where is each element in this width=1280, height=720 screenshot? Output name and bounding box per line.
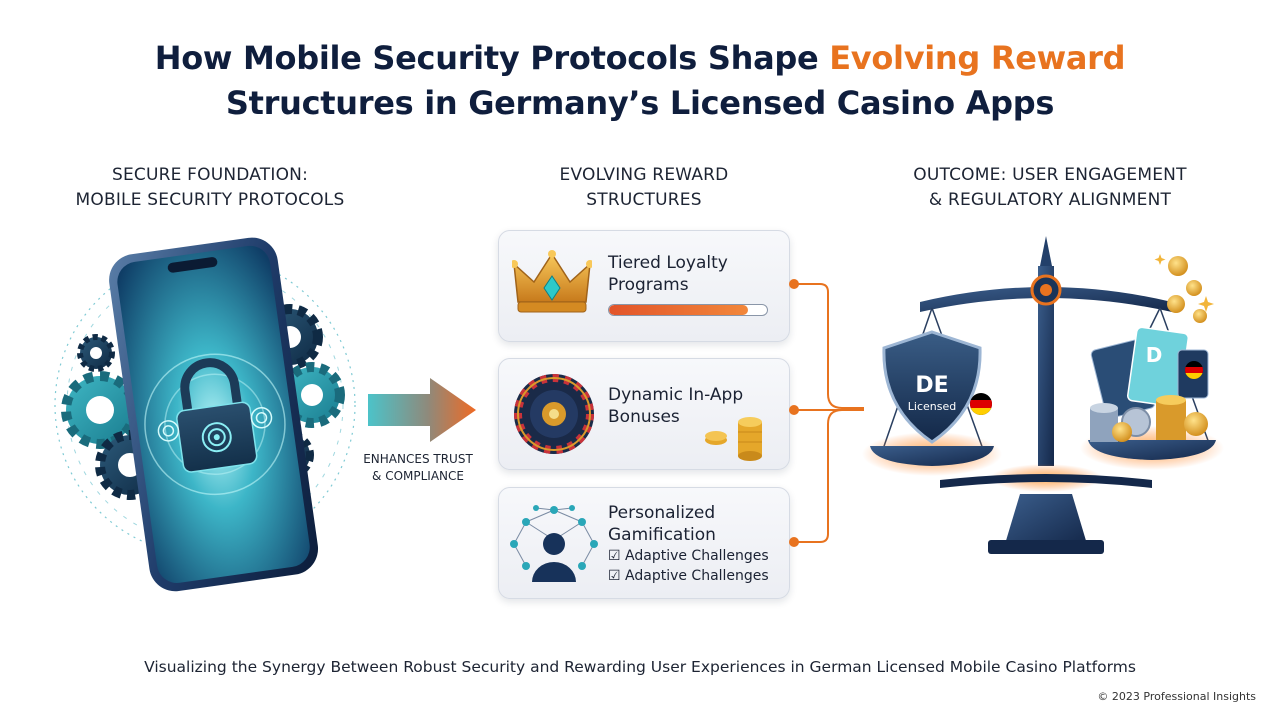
- diagram-caption: Visualizing the Synergy Between Robust S…: [144, 658, 1136, 676]
- binary-ring: [54, 254, 356, 556]
- coin-pile-icon: [1090, 256, 1208, 442]
- check-item: ☑ Adaptive Challenges: [608, 566, 769, 586]
- playing-cards-icon: D: [1090, 326, 1209, 419]
- card-tiered-loyalty-line1: Tiered Loyalty: [608, 253, 728, 273]
- card-tiered-loyalty-title: Tiered Loyalty Programs: [608, 252, 728, 296]
- crown-icon: [512, 250, 592, 313]
- shield-label: Licensed: [908, 400, 956, 413]
- column-header-outcome-line2: & REGULATORY ALIGNMENT: [928, 190, 1172, 210]
- card-dynamic-bonuses-line1: Dynamic In-App: [608, 385, 744, 405]
- card-tiered-loyalty-line2: Programs: [608, 275, 689, 295]
- card-gamification-title: Personalized Gamification: [608, 502, 716, 546]
- title-part1: How Mobile Security Protocols Shape: [154, 39, 830, 77]
- gear-icon: [279, 362, 345, 428]
- column-header-outcome-line1: OUTCOME: USER ENGAGEMENT: [913, 165, 1187, 185]
- loyalty-progress-fill: [609, 305, 749, 315]
- column-header-outcome: OUTCOME: USER ENGAGEMENT & REGULATORY AL…: [840, 163, 1260, 213]
- fingerprint-icon: [250, 407, 273, 429]
- checkbox-icon: ☑: [608, 568, 621, 584]
- security-phone-illustration: [54, 237, 356, 592]
- card-dynamic-bonuses-title: Dynamic In-App Bonuses: [608, 384, 743, 428]
- arrow-label: ENHANCES TRUST & COMPLIANCE: [348, 451, 488, 485]
- phone: [109, 237, 319, 592]
- connector-lines: [789, 279, 864, 547]
- lock-icon: [176, 358, 258, 473]
- page-title: How Mobile Security Protocols Shape Evol…: [0, 36, 1280, 126]
- trust-arrow: [368, 378, 476, 442]
- column-header-rewards-line2: STRUCTURES: [586, 190, 702, 210]
- card-gamification-line2: Gamification: [608, 525, 716, 545]
- check-item-label: Adaptive Challenges: [625, 548, 769, 564]
- copyright-text: © 2023 Professional Insights: [1097, 690, 1256, 703]
- column-header-rewards-line1: EVOLVING REWARD: [559, 165, 729, 185]
- licensed-shield-icon: DE Licensed: [882, 330, 982, 444]
- arrow-label-line2: & COMPLIANCE: [372, 469, 464, 483]
- user-network-icon: [510, 505, 598, 582]
- arrow-label-line1: ENHANCES TRUST: [363, 452, 473, 466]
- card-gamification-line1: Personalized: [608, 503, 716, 523]
- sparkle-icon: [1154, 254, 1214, 312]
- title-line2: Structures in Germany’s Licensed Casino …: [225, 84, 1055, 122]
- roulette-wheel-icon: [514, 374, 594, 454]
- check-item: ☑ Adaptive Challenges: [608, 546, 769, 566]
- title-highlight: Evolving Reward: [829, 39, 1126, 77]
- card-letter: D: [1146, 343, 1163, 367]
- balance-scale-illustration: DE Licensed D: [862, 236, 1224, 554]
- check-item-label: Adaptive Challenges: [625, 568, 769, 584]
- column-header-rewards: EVOLVING REWARD STRUCTURES: [464, 163, 824, 213]
- fingerprint-icon: [157, 420, 180, 442]
- gear-icon: [77, 334, 115, 372]
- card-dynamic-bonuses-line2: Bonuses: [608, 407, 680, 427]
- column-header-security-line2: MOBILE SECURITY PROTOCOLS: [75, 190, 345, 210]
- column-header-security-line1: SECURE FOUNDATION:: [111, 165, 309, 185]
- german-flag-icon: [1185, 361, 1203, 379]
- checkbox-icon: ☑: [608, 548, 621, 564]
- german-flag-icon: [970, 393, 992, 415]
- loyalty-progress-bar: [608, 304, 768, 316]
- coin-stack-icon: [705, 417, 762, 461]
- column-header-security: SECURE FOUNDATION: MOBILE SECURITY PROTO…: [20, 163, 400, 213]
- shield-code: DE: [915, 373, 948, 398]
